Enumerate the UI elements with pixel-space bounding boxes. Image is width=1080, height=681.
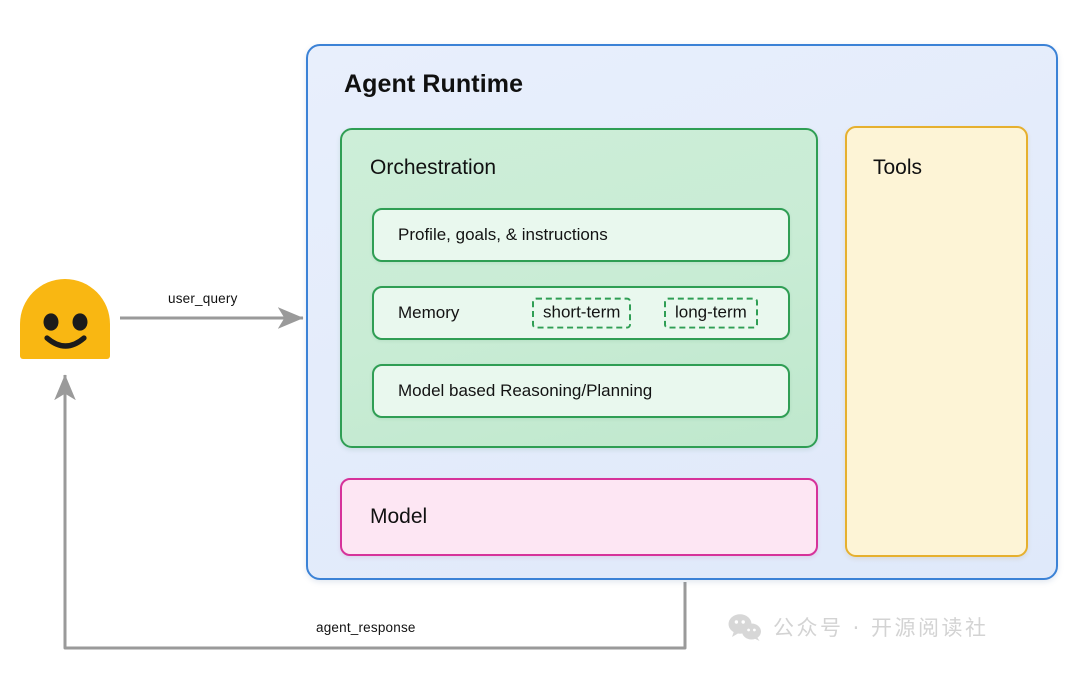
memory-chip-short-term: short-term — [532, 297, 632, 329]
orchestration-row-reasoning: Model based Reasoning/Planning — [372, 364, 790, 418]
tools-box-label: Tools — [873, 156, 923, 179]
wechat-icon — [728, 614, 761, 641]
user-query-label: user_query — [168, 291, 238, 306]
agent-response-label: agent_response — [316, 620, 416, 635]
user-avatar — [20, 279, 110, 359]
orchestration-row-memory-label: Memory — [398, 303, 460, 322]
tools-box: Tools — [845, 126, 1028, 557]
orchestration-row-reasoning-label: Model based Reasoning/Planning — [398, 381, 653, 400]
orchestration-row-profile-label: Profile, goals, & instructions — [398, 225, 608, 244]
orchestration-row-profile: Profile, goals, & instructions — [372, 208, 790, 262]
orchestration-row-memory: Memory short-term long-term — [372, 286, 790, 340]
memory-chip-long-term: long-term — [664, 297, 758, 329]
watermark-text: 公众号 · 开源阅读社 — [773, 616, 989, 640]
model-box: Model — [340, 478, 818, 556]
smiley-face-icon — [20, 279, 110, 359]
agent-runtime-title: Agent Runtime — [344, 70, 524, 98]
agent-response-arrow — [54, 374, 687, 650]
watermark: 公众号 · 开源阅读社 — [728, 612, 989, 642]
model-box-label: Model — [370, 505, 428, 528]
orchestration-panel: Orchestration Profile, goals, & instruct… — [340, 128, 818, 448]
orchestration-title: Orchestration — [370, 156, 497, 179]
